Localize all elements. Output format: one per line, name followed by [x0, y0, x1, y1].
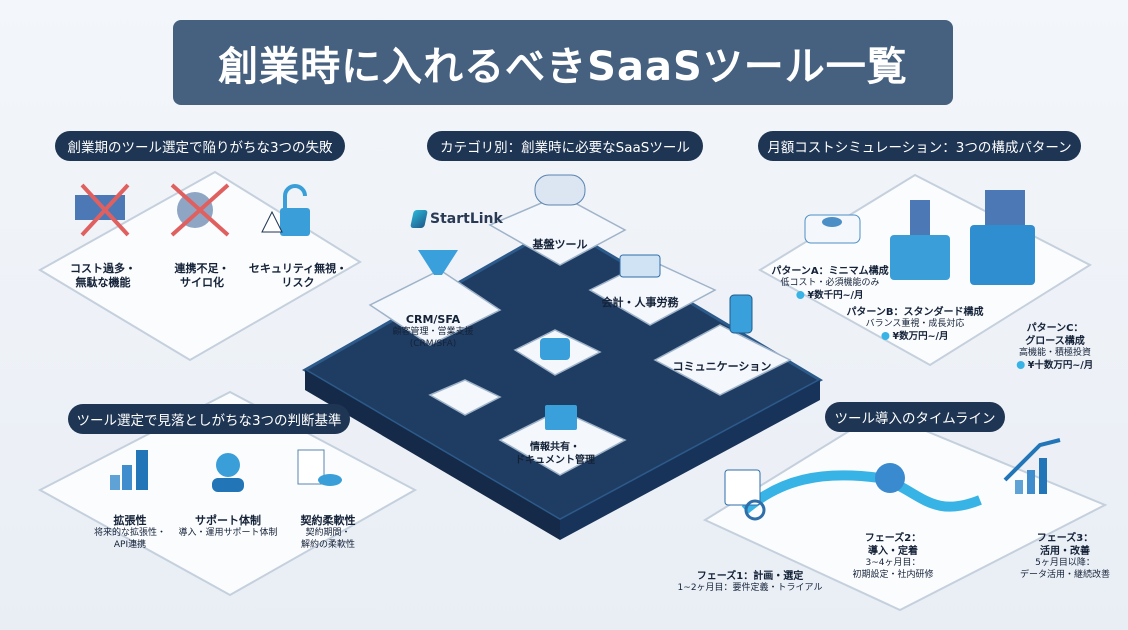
support-headset-icon	[212, 453, 244, 492]
failures-heading: 創業期のツール選定で陥りがちな3つの失敗	[55, 131, 345, 161]
tile-base-tools[interactable]	[488, 194, 627, 266]
criteria-contract: 契約柔軟性契約期間・解約の柔軟性	[300, 514, 356, 550]
tile-docs[interactable]	[498, 409, 627, 476]
shared-folder-icon	[545, 405, 577, 430]
category-base-tools[interactable]: 基盤ツール	[532, 238, 588, 251]
cost-pattern-a: パターンA：ミニマム構成低コスト・必須機能のみ¥数千円~/月	[771, 266, 889, 301]
category-docs[interactable]: 情報共有・ドキュメント管理	[515, 442, 595, 466]
chat-phone-icon	[729, 294, 753, 334]
failure-item: セキュリティ無視・リスク	[248, 262, 348, 290]
gear-check-icon	[875, 463, 905, 493]
page-title: 創業時に入れるべきSaaSツール一覧	[173, 20, 953, 105]
criteria-support: サポート体制導入・運用サポート体制	[178, 514, 278, 539]
coin-stack-c-icon	[970, 190, 1035, 285]
gears-crossed-icon	[170, 183, 230, 237]
funnel-icon	[418, 250, 458, 275]
coin-stack-a-icon	[804, 214, 861, 244]
failure-item: 連携不足・サイロ化	[174, 262, 230, 290]
tile-settings	[428, 379, 502, 416]
category-accounting[interactable]: 会計・人事労務	[601, 296, 679, 309]
contract-handshake-icon	[297, 449, 342, 486]
rising-chart-icon	[1003, 438, 1061, 494]
timeline-heading: ツール導入のタイムライン	[825, 402, 1005, 432]
timeline-platform	[702, 410, 1108, 612]
categories-heading: カテゴリ別：創業時に必要なSaaSツール	[427, 131, 703, 161]
startlink-logo-icon	[410, 210, 428, 228]
calendar-search-icon	[724, 469, 766, 521]
unlocked-padlock-warning-icon	[261, 184, 310, 236]
growth-chart-icon	[110, 450, 148, 490]
cost-pattern-b: パターンB：スタンダード構成バランス重視・成長対応¥数万円~/月	[846, 307, 984, 342]
money-stack-crossed-icon	[75, 183, 130, 237]
calculator-icon	[619, 254, 661, 278]
category-communication[interactable]: コミュニケーション	[672, 360, 772, 373]
coin-stack-b-icon	[890, 200, 950, 280]
tile-crm[interactable]	[368, 269, 502, 346]
s-logo-icon	[540, 338, 570, 360]
startlink-logo: StartLink	[410, 210, 503, 228]
criteria-scalability: 拡張性将来的な拡張性・API連携	[93, 514, 167, 550]
cost-heading: 月額コストシミュレーション：3つの構成パターン	[758, 131, 1081, 161]
criteria-heading: ツール選定で見落としがちな3つの判断基準	[68, 404, 350, 434]
tile-communication[interactable]	[653, 324, 792, 396]
cloud-icon	[534, 174, 586, 206]
failure-item: コスト過多・無駄な機能	[70, 262, 136, 290]
cost-pattern-c: パターンC：グロース構成高機能・積極投資¥十数万円~/月	[1017, 322, 1093, 372]
